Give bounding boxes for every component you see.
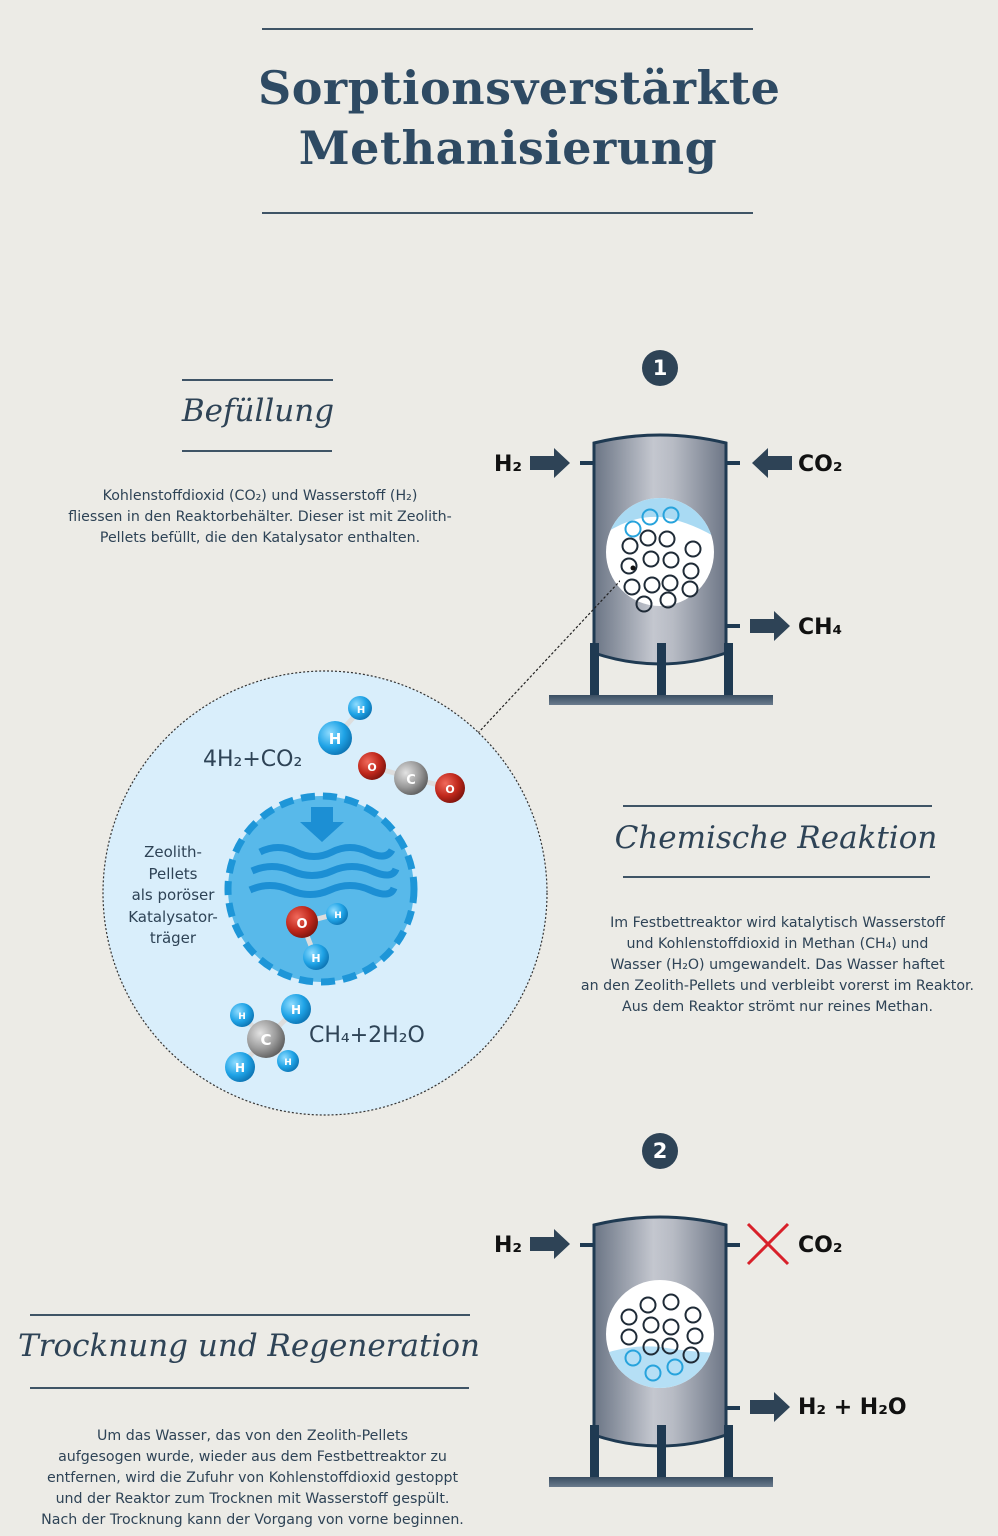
pellet-label-line: Katalysator- — [128, 907, 218, 926]
section3-text-line: und der Reaktor zum Trocknen mit Wassers… — [55, 1491, 450, 1507]
arrow-left-icon — [752, 448, 792, 478]
svg-text:O: O — [367, 761, 376, 774]
pellet-label-line: Pellets — [148, 864, 198, 883]
arrow-right-icon — [750, 611, 790, 641]
section1-text: Kohlenstoffdioxid (CO₂) und Wasserstoff … — [40, 486, 480, 549]
reactor-2 — [549, 1215, 773, 1487]
step-badge-2: 2 — [642, 1133, 678, 1169]
pellet-label-line: als poröser — [131, 886, 215, 904]
section3-rule-top — [30, 1314, 470, 1316]
section2-text: Im Festbettreaktor wird katalytisch Wass… — [565, 913, 990, 1018]
svg-text:H: H — [329, 730, 342, 748]
stop-cross-icon — [746, 1222, 790, 1266]
section3-text: Um das Wasser, das von den Zeolith-Pelle… — [20, 1426, 485, 1531]
arrow-right-icon — [750, 1392, 790, 1422]
title-rule-bottom — [262, 212, 753, 214]
section2-rule-top — [623, 805, 932, 807]
svg-text:C: C — [406, 773, 416, 788]
zoom-detail-diagram: H H O C O O H H C H H H H — [102, 580, 620, 1116]
water-waves-icon — [248, 844, 400, 898]
svg-text:H: H — [284, 1058, 292, 1068]
svg-text:H: H — [334, 911, 342, 921]
section2-text-line: an den Zeolith-Pellets und verbleibt vor… — [580, 978, 975, 994]
page-title: Sorptionsverstärkte Methanisierung — [258, 58, 781, 178]
svg-text:H: H — [238, 1012, 246, 1022]
reactor-1 — [549, 433, 773, 705]
section3-rule-bottom — [30, 1387, 469, 1389]
svg-text:H: H — [311, 952, 320, 965]
reactor1-outlet-ch4-label: CH₄ — [798, 615, 843, 640]
section2-text-line: und Kohlenstoffdioxid in Methan (CH₄) un… — [626, 936, 929, 952]
pellet-label-line: Zeolith- — [144, 843, 202, 861]
section3-text-line: Um das Wasser, das von den Zeolith-Pelle… — [97, 1428, 408, 1444]
section1-text-line: Kohlenstoffdioxid (CO₂) und Wasserstoff … — [102, 488, 418, 504]
zeolith-pellet — [224, 792, 418, 986]
page-title-line1: Sorptionsverstärkte — [258, 61, 781, 115]
section2-text-line: Aus dem Reaktor strömt nur reines Methan… — [621, 999, 933, 1015]
section1-rule-bottom — [182, 450, 332, 452]
hydrogen-molecule: H H — [318, 696, 372, 755]
section1-text-line: fliessen in den Reaktorbehälter. Dieser … — [68, 509, 452, 525]
section2-text-line: Wasser (H₂O) umgewandelt. Das Wasser haf… — [610, 957, 945, 973]
svg-text:H: H — [291, 1003, 301, 1017]
section2-title: Chemische Reaktion — [614, 820, 938, 856]
section2-rule-bottom — [623, 876, 930, 878]
svg-text:C: C — [260, 1031, 271, 1049]
reactor1-inlet-co2-label: CO₂ — [798, 452, 843, 477]
section3-text-line: entfernen, wird die Zufuhr von Kohlensto… — [46, 1470, 459, 1486]
arrow-down-icon — [300, 807, 344, 842]
products-formula: CH₄+2H₂O — [309, 1023, 425, 1048]
svg-text:H: H — [235, 1061, 245, 1075]
section1-text-line: Pellets befüllt, die den Katalysator ent… — [99, 530, 421, 546]
page-title-line2: Methanisierung — [298, 121, 718, 175]
title-rule-top — [262, 28, 753, 30]
step-badge-1: 1 — [642, 350, 678, 386]
water-molecule: O H H — [286, 903, 348, 970]
reactor2-outlet-label: H₂ + H₂O — [798, 1395, 907, 1420]
svg-text:O: O — [445, 783, 454, 796]
section3-title: Trocknung und Regeneration — [17, 1328, 481, 1364]
carbon-dioxide-molecule: O C O — [358, 752, 465, 803]
reactor2-inlet-co2-label: CO₂ — [798, 1233, 843, 1258]
reactants-formula: 4H₂+CO₂ — [203, 747, 303, 772]
pellet-label-line: träger — [149, 929, 197, 947]
svg-text:O: O — [296, 917, 307, 932]
svg-text:H: H — [357, 705, 365, 716]
pellet-label: Zeolith- Pellets als poröser Katalysator… — [118, 842, 228, 950]
zoom-leader-line — [477, 580, 620, 734]
arrow-right-icon — [530, 1229, 570, 1259]
reactor1-inlet-h2-label: H₂ — [494, 452, 523, 477]
section3-text-line: aufgesogen wurde, wieder aus dem Festbet… — [58, 1449, 447, 1465]
section1-rule-top — [182, 379, 333, 381]
reactor2-inlet-h2-label: H₂ — [494, 1233, 523, 1258]
section3-text-line: Nach der Trocknung kann der Vorgang von … — [41, 1512, 464, 1528]
arrow-right-icon — [530, 448, 570, 478]
section2-text-line: Im Festbettreaktor wird katalytisch Wass… — [610, 915, 945, 931]
methane-molecule: C H H H H — [225, 994, 311, 1082]
section1-title: Befüllung — [181, 393, 335, 429]
